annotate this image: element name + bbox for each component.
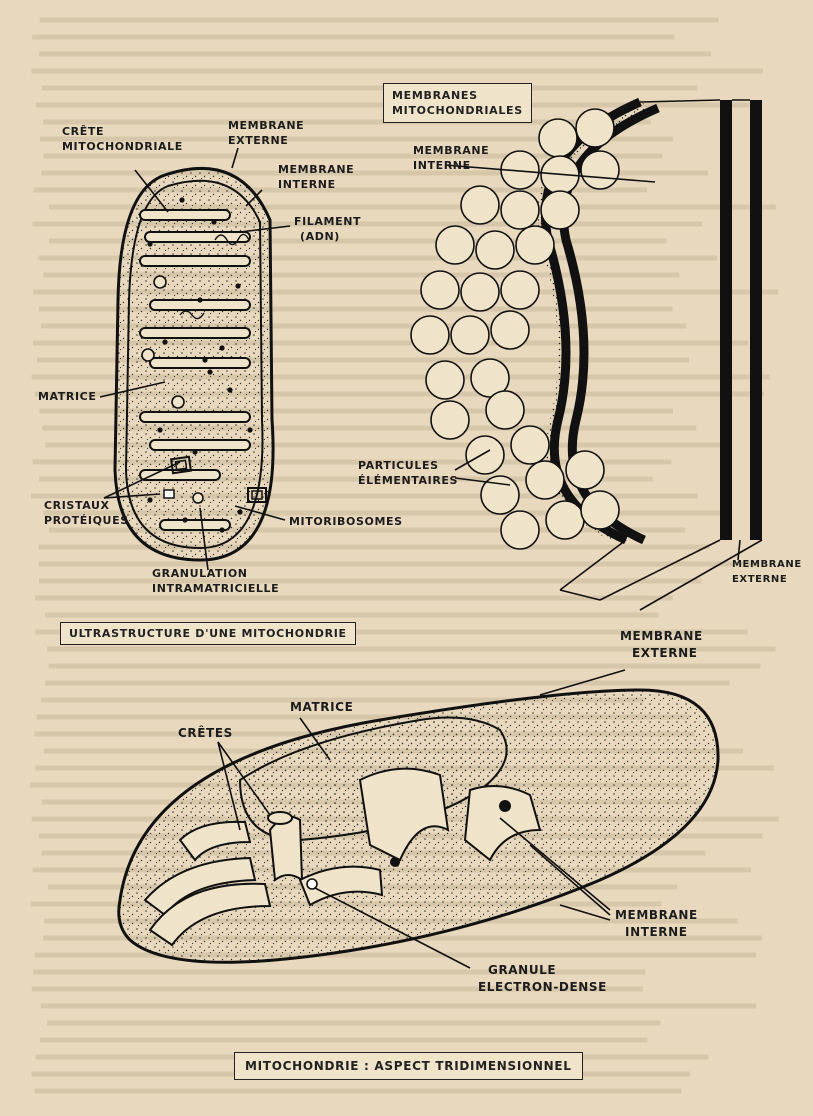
label-line: PARTICULES: [358, 458, 458, 473]
ribosome-dot: [147, 241, 152, 246]
crista-fold: [160, 520, 230, 530]
elementary-particle: [421, 271, 459, 309]
ribosome-dot: [247, 427, 252, 432]
label-line: FILAMENT: [294, 214, 361, 229]
mitoribosomes-label: MITORIBOSOMES: [289, 514, 403, 529]
membrane-externe-label-top: MEMBRANE EXTERNE: [228, 118, 304, 148]
label-line: GRANULATION: [152, 566, 279, 581]
membrane-interne-label-3d: MEMBRANE INTERNE: [615, 907, 698, 941]
cristaux-proteiques-label: CRISTAUX PROTÉIQUES: [44, 498, 129, 528]
label-line: INTERNE: [278, 177, 354, 192]
label-line: EXTERNE: [228, 133, 304, 148]
label-line: INTRAMATRICIELLE: [152, 581, 279, 596]
membrane-externe-label-right: MEMBRANE EXTERNE: [732, 557, 802, 587]
label-line: MEMBRANES: [392, 88, 523, 103]
ribosome-dot: [237, 509, 242, 514]
label-line: ÉLÉMENTAIRES: [358, 473, 458, 488]
membrane-externe-label-3d: MEMBRANE EXTERNE: [620, 628, 703, 662]
elementary-particle: [476, 231, 514, 269]
crista-fold: [150, 440, 250, 450]
matrice-label: MATRICE: [38, 389, 96, 404]
elementary-particle: [516, 226, 554, 264]
membrane-interne-label-right: MEMBRANE INTERNE: [413, 143, 489, 173]
label-line: MEMBRANE: [413, 143, 489, 158]
elementary-particle: [511, 426, 549, 464]
elementary-particle: [576, 109, 614, 147]
elementary-particle: [581, 151, 619, 189]
crista-fold: [140, 328, 250, 338]
ribosome-dot: [157, 427, 162, 432]
label-line: MITOCHONDRIALE: [62, 139, 183, 154]
ribosome-dot: [227, 387, 232, 392]
elementary-particle: [491, 311, 529, 349]
elementary-particle: [431, 401, 469, 439]
elementary-particle: [486, 391, 524, 429]
matrice-label-3d: MATRICE: [290, 700, 353, 715]
elementary-particle: [451, 316, 489, 354]
ribosome-dot: [219, 345, 224, 350]
elementary-particle: [541, 191, 579, 229]
elementary-particle: [461, 273, 499, 311]
ribosome-dot: [219, 527, 224, 532]
label-line: EXTERNE: [732, 572, 802, 587]
elementary-particle: [461, 186, 499, 224]
granule-electron-dense-label: GRANULE ELECTRON-DENSE: [478, 962, 607, 996]
label-line: MEMBRANE: [732, 557, 802, 572]
crista-fold: [150, 358, 250, 368]
ribosome-dot: [182, 517, 187, 522]
granulation-intramatricielle-label: GRANULATION INTRAMATRICIELLE: [152, 566, 279, 596]
ribosome-dot: [147, 497, 152, 502]
ribosome-dot: [211, 219, 216, 224]
label-line: PROTÉIQUES: [44, 513, 129, 528]
label-line: INTERNE: [615, 924, 698, 941]
elementary-particle: [546, 501, 584, 539]
elementary-particle: [426, 361, 464, 399]
elementary-particle: [566, 451, 604, 489]
crete-mitochondriale-label: CRÊTE MITOCHONDRIALE: [62, 124, 183, 154]
elementary-particle: [526, 461, 564, 499]
elementary-particle: [501, 511, 539, 549]
elementary-particle: [411, 316, 449, 354]
membrane-interne-label-top: MEMBRANE INTERNE: [278, 162, 354, 192]
elementary-particle: [501, 191, 539, 229]
ribosome-dot: [162, 339, 167, 344]
aspect-tridimensionnel-title: MITOCHONDRIE : ASPECT TRIDIMENSIONNEL: [234, 1052, 583, 1080]
elementary-particle: [539, 119, 577, 157]
crista-fold: [140, 412, 250, 422]
ribosome-dot: [179, 197, 184, 202]
label-line: (ADN): [294, 229, 361, 244]
ribosome-dot: [202, 357, 207, 362]
ribosome-dot: [192, 449, 197, 454]
crista-fold: [140, 210, 230, 220]
membranes-section: [411, 100, 762, 610]
cretes-label-3d: CRÊTES: [178, 726, 233, 741]
crista-fold: [140, 256, 250, 266]
label-line: MEMBRANE: [615, 907, 698, 924]
particules-elementaires-label: PARTICULES ÉLÉMENTAIRES: [358, 458, 458, 488]
label-line: EXTERNE: [620, 645, 703, 662]
ribosome-dot: [197, 297, 202, 302]
ultrastructure-title: ULTRASTRUCTURE D'UNE MITOCHONDRIE: [60, 622, 356, 645]
label-line: MITOCHONDRIALES: [392, 103, 523, 118]
label-line: MEMBRANE: [620, 628, 703, 645]
membranes-mitochondriales-label: MEMBRANES MITOCHONDRIALES: [383, 83, 532, 123]
ribosome-dot: [207, 369, 212, 374]
label-line: MEMBRANE: [278, 162, 354, 177]
elementary-particle: [581, 491, 619, 529]
elementary-particle: [501, 271, 539, 309]
crista-fold: [145, 232, 250, 242]
label-line: MEMBRANE: [228, 118, 304, 133]
filament-adn-label: FILAMENT (ADN): [294, 214, 361, 244]
label-line: INTERNE: [413, 158, 489, 173]
elementary-particle: [466, 436, 504, 474]
label-line: GRANULE: [478, 962, 607, 979]
label-line: CRÊTE: [62, 124, 183, 139]
ribosome-dot: [235, 283, 240, 288]
label-line: ELECTRON-DENSE: [478, 979, 607, 996]
label-line: CRISTAUX: [44, 498, 129, 513]
elementary-particle: [436, 226, 474, 264]
